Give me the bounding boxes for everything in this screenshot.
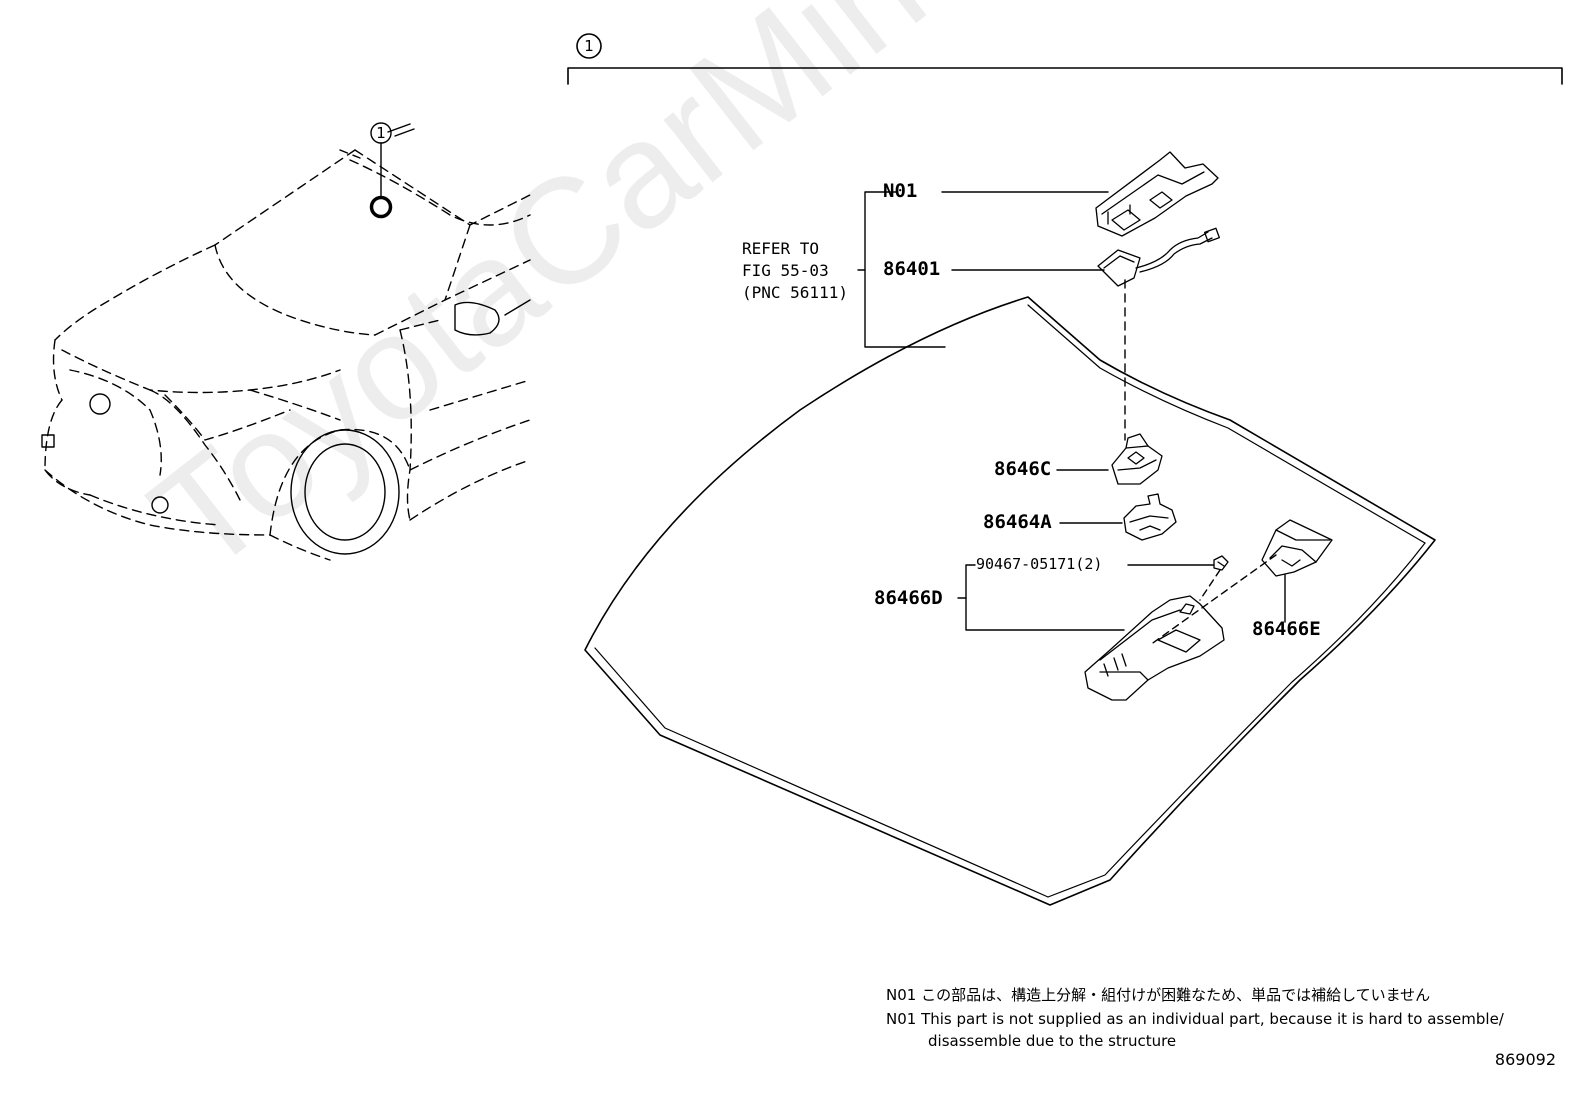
footnote-english-line1: N01 This part is not supplied as an indi… bbox=[886, 1010, 1504, 1028]
label-86466d: 86466D bbox=[874, 587, 943, 609]
part-86466d-cover bbox=[1084, 595, 1225, 701]
leader-lines bbox=[857, 191, 1286, 646]
label-8646c: 8646C bbox=[994, 458, 1052, 480]
footnote-english-line2: disassemble due to the structure bbox=[928, 1032, 1177, 1050]
windshield-outline bbox=[584, 296, 1436, 906]
refer-to-note: REFER TO FIG 55-03 (PNC 56111) bbox=[742, 238, 848, 304]
part-86401-sensor bbox=[1097, 227, 1220, 287]
vehicle-callout-number: 1 bbox=[376, 124, 386, 142]
label-86401: 86401 bbox=[883, 258, 941, 280]
footnote-japanese: N01 この部品は、構造上分解・組付けが困難なため、単品では補給していません bbox=[886, 986, 1431, 1004]
refer-to-fig: FIG 55-03 bbox=[742, 261, 829, 280]
part-8646c-bracket bbox=[1111, 433, 1163, 485]
label-n01: N01 bbox=[883, 180, 918, 202]
figure-number: 869092 bbox=[1494, 1050, 1556, 1069]
label-86466e: 86466E bbox=[1252, 618, 1321, 640]
part-86464a-plate bbox=[1123, 493, 1177, 541]
vehicle-sketch bbox=[41, 122, 531, 561]
group-callout-number: 1 bbox=[584, 37, 594, 55]
refer-to-pnc: (PNC 56111) bbox=[742, 283, 848, 302]
label-86464a: 86464A bbox=[983, 511, 1052, 533]
part-90467-clip bbox=[1213, 555, 1229, 571]
group-bracket bbox=[567, 33, 1563, 85]
label-90467-05171: 90467-05171(2) bbox=[976, 555, 1103, 573]
part-86466e-cover bbox=[1261, 519, 1333, 577]
refer-to-line: REFER TO bbox=[742, 239, 820, 258]
part-n01-bracket bbox=[1095, 151, 1219, 237]
